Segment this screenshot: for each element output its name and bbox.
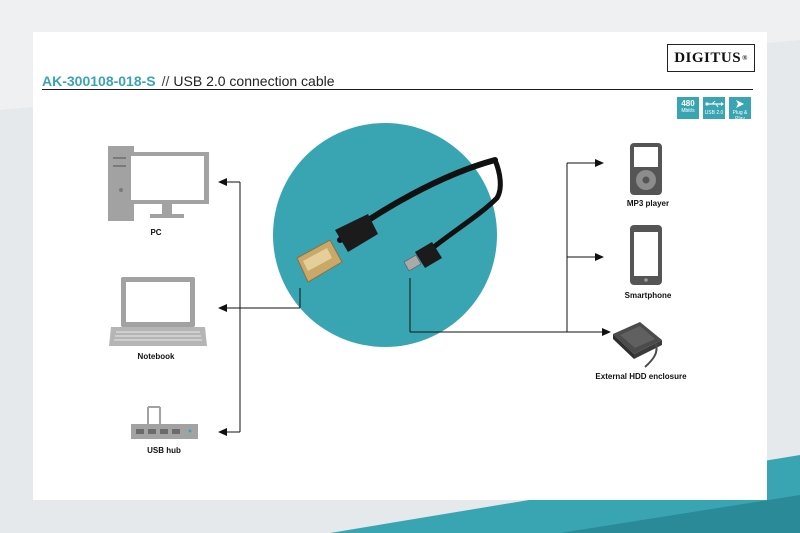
- digitus-logo: DIGITUS®: [667, 44, 755, 72]
- label-notebook: Notebook: [137, 352, 175, 361]
- hdd-enclosure-icon: [613, 322, 662, 368]
- usb-cable: [296, 157, 503, 283]
- usb-icon: USB 2.0: [703, 97, 725, 119]
- arrowheads: [218, 159, 611, 436]
- plug-and-play-icon: Plug & Play: [729, 97, 751, 119]
- mp3-player-icon: [630, 143, 662, 195]
- page-title: AK-300108-018-S //USB 2.0 connection cabl…: [42, 73, 335, 89]
- header-rule: [42, 89, 753, 90]
- label-smartphone: Smartphone: [624, 291, 672, 300]
- label-mp3-player: MP3 player: [626, 199, 670, 208]
- product-title: USB 2.0 connection cable: [173, 73, 335, 89]
- laptop-icon: [109, 277, 207, 346]
- label-external-hdd: External HDD enclosure: [595, 372, 687, 381]
- label-pc: PC: [150, 228, 162, 237]
- speed-icon: 480 Mbit/s: [677, 97, 699, 119]
- usb-a-connector: [296, 214, 378, 283]
- mini-usb-connector: [403, 242, 442, 272]
- smartphone-icon: [630, 225, 662, 285]
- connection-lines: [226, 162, 603, 433]
- product-code: AK-300108-018-S: [42, 73, 156, 89]
- cable-backdrop: [273, 123, 497, 347]
- desktop-pc-icon: [108, 146, 209, 221]
- title-separator: //: [161, 73, 170, 89]
- label-usb-hub: USB hub: [147, 446, 181, 455]
- usb-hub-icon: [131, 406, 198, 439]
